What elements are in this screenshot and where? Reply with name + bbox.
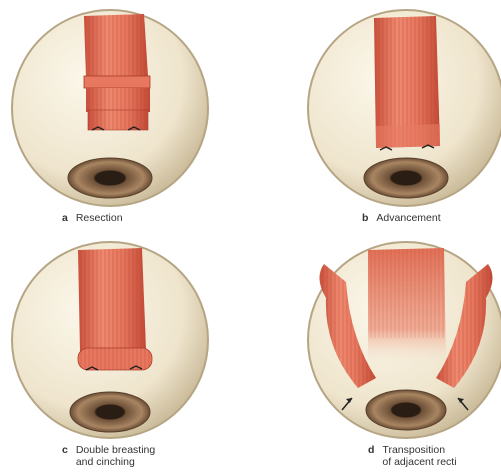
panel-d-transposition [306, 238, 501, 443]
caption-letter-b: b [362, 212, 368, 224]
double-breasting-eye-illustration [8, 238, 213, 443]
caption-letter-c: c [62, 444, 68, 456]
caption-b: b Advancement [362, 212, 441, 224]
caption-c: c Double breasting and cinching [62, 444, 155, 468]
panel-a-resection [8, 6, 213, 211]
caption-text-d: Transposition of adjacent recti [382, 444, 456, 468]
caption-letter-d: d [368, 444, 374, 456]
caption-letter-a: a [62, 212, 68, 224]
resection-eye-illustration [8, 6, 213, 211]
caption-text-c: Double breasting and cinching [76, 444, 155, 468]
caption-text-b: Advancement [376, 212, 440, 224]
advancement-eye-illustration [306, 6, 501, 211]
panel-c-double-breasting [8, 238, 213, 443]
transposition-eye-illustration [306, 238, 501, 443]
caption-text-a: Resection [76, 212, 123, 224]
caption-a: a Resection [62, 212, 123, 224]
panel-b-advancement [306, 6, 501, 211]
caption-d: d Transposition of adjacent recti [368, 444, 457, 468]
